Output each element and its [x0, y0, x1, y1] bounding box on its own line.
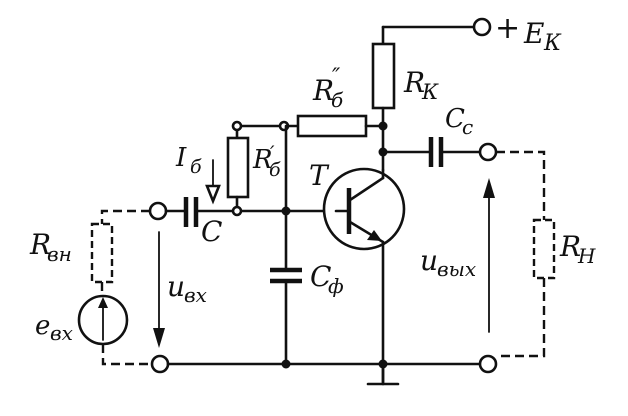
input-terminal-top [148, 201, 168, 221]
rk-label: R [403, 66, 425, 99]
rn-subscript: Н [577, 244, 596, 268]
transistor-label: T [309, 159, 330, 192]
source-internal-resistor [90, 222, 114, 284]
uvyx-label: u [420, 244, 438, 277]
ib-label: I [175, 143, 187, 173]
ib-arrow-head [205, 184, 221, 205]
transistor-body [322, 167, 406, 251]
junction-ground-cf [281, 359, 291, 369]
rb2-subscript: б [331, 88, 344, 112]
evx-subscript: вх [50, 321, 73, 345]
uvx-subscript: вх [184, 283, 207, 307]
transistor-collector-lead [348, 176, 385, 202]
ib-subscript: б [190, 156, 202, 178]
rb1-mark: ′ [270, 141, 275, 165]
input-terminal-bottom [150, 354, 170, 374]
load-top-wire [496, 150, 546, 220]
supply-label: E [523, 17, 544, 50]
input-cap-label: C [201, 215, 222, 248]
supply-terminal [472, 17, 492, 37]
uvyx-arrow-head [483, 178, 495, 198]
bias-resistor-rb1 [226, 136, 250, 199]
output-terminal-top [478, 142, 498, 162]
cf-subscript: ф [328, 274, 344, 298]
rk-subscript: К [421, 80, 439, 104]
rvn-label: R [29, 228, 51, 261]
bias-resistor-rb2 [296, 114, 368, 138]
supply-plus-sign: + [495, 11, 520, 46]
cf-label: C [310, 260, 331, 293]
collector-resistor [371, 42, 396, 110]
cc-label: C [445, 104, 465, 134]
node-top-left [231, 120, 243, 132]
source-top-wire [100, 209, 150, 224]
uvx-arrow-head [153, 328, 165, 348]
rb1-subscript: б [269, 159, 281, 181]
rvn-subscript: вн [47, 242, 72, 266]
rb1-label: R [252, 145, 273, 175]
supply-subscript: К [543, 31, 562, 56]
uvyx-subscript: вых [437, 257, 476, 281]
output-terminal-bottom [478, 354, 498, 374]
rb2-mark: ″ [332, 65, 341, 90]
load-bottom-wire [496, 278, 546, 358]
rb2-label: R [312, 74, 334, 107]
rn-label: R [559, 230, 581, 263]
source-generator-arrow-head [98, 297, 108, 308]
uvx-label: u [167, 270, 185, 303]
cc-subscript: с [462, 115, 473, 139]
load-resistor [532, 218, 556, 280]
transistor-emitter-arrow [367, 230, 382, 241]
node-base-left [231, 205, 243, 217]
source-bottom-wire [101, 344, 152, 366]
junction-rb2-collector [378, 121, 388, 131]
evx-label: e [35, 311, 50, 341]
